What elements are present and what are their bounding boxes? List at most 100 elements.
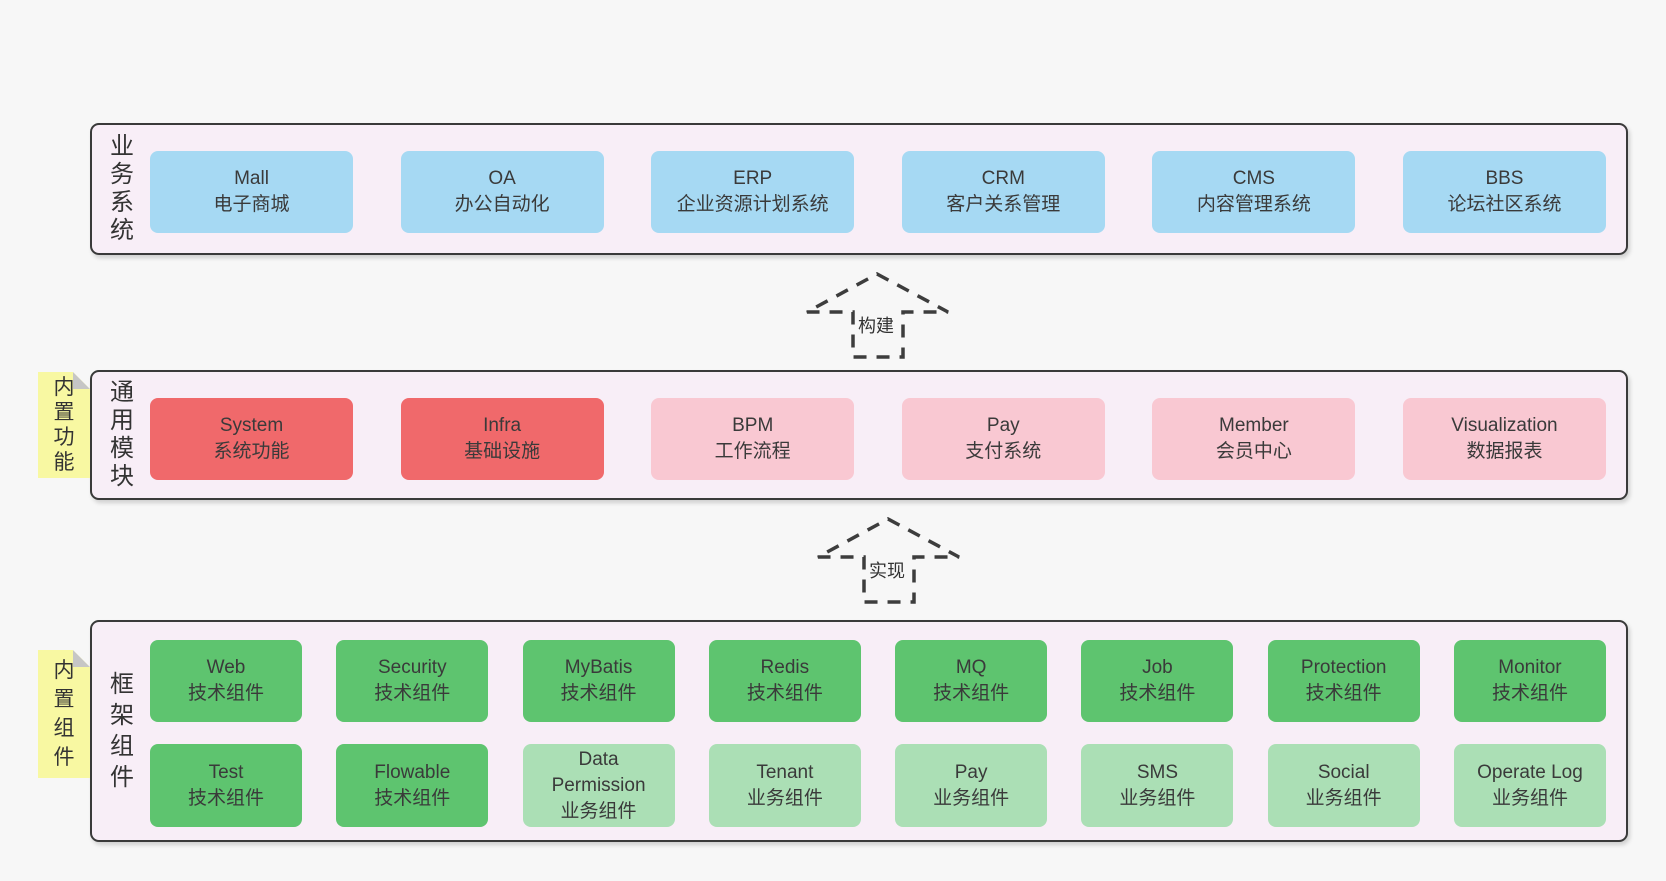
module-box-pay: Pay 支付系统 — [901, 398, 1105, 480]
module-box-title: Member — [1219, 415, 1289, 436]
module-box-subtitle: 技术组件 — [933, 683, 1010, 704]
module-box-subtitle: 企业资源计划系统 — [676, 194, 829, 215]
module-box-subtitle: 内容管理系统 — [1196, 194, 1311, 215]
module-box-subtitle: 数据报表 — [1466, 441, 1543, 462]
section-label-text: 业务系统 — [110, 133, 134, 244]
module-box-sms: SMS 业务组件 — [1081, 744, 1234, 827]
module-box-redis: Redis 技术组件 — [708, 640, 861, 722]
module-box-title: OA — [488, 168, 516, 189]
module-box-subtitle: 办公自动化 — [454, 194, 550, 215]
module-box-member: Member 会员中心 — [1152, 398, 1356, 480]
common-modules-row: System 系统功能 Infra 基础设施 BPM 工作流程 Pay 支付系统 Member 会… — [150, 398, 1606, 480]
module-box-subtitle: 客户关系管理 — [946, 194, 1061, 215]
module-box-subtitle: 会员中心 — [1215, 441, 1292, 462]
up-arrow-build-icon — [806, 272, 949, 359]
module-box-title: CRM — [981, 168, 1025, 189]
sticky-note-built-in-features: 内置功能 — [38, 372, 90, 478]
module-box-title: Protection — [1300, 657, 1387, 678]
module-box-subtitle: 技术组件 — [374, 683, 451, 704]
sticky-fold-corner-icon — [73, 372, 90, 389]
module-box-subtitle: 技术组件 — [560, 683, 637, 704]
module-box-subtitle: 技术组件 — [374, 787, 451, 809]
module-box-subtitle: 业务组件 — [560, 800, 637, 822]
module-box-title: Social — [1317, 761, 1370, 783]
module-box-title: CMS — [1232, 168, 1275, 189]
module-box-crm: CRM 客户关系管理 — [901, 151, 1105, 233]
sticky-note-text: 内置功能 — [53, 376, 75, 474]
module-box-subtitle: 技术组件 — [1119, 683, 1196, 704]
module-box-subtitle: 基础设施 — [464, 441, 541, 462]
module-box-title: BBS — [1485, 168, 1524, 189]
module-box-title: Redis — [760, 657, 810, 678]
module-box-title: MyBatis — [564, 657, 633, 678]
module-box-flowable: Flowable 技术组件 — [336, 744, 489, 827]
module-box-title: Visualization — [1451, 415, 1558, 436]
arrow-build-label: 构建 — [855, 312, 897, 338]
section-common-modules: 通用模块 System 系统功能 Infra 基础设施 BPM 工作流程 Pay 支付系统 Me… — [90, 370, 1628, 500]
module-box-subtitle: 工作流程 — [714, 441, 791, 462]
module-box-mybatis: MyBatis 技术组件 — [522, 640, 675, 722]
up-arrow-implement-icon — [817, 517, 960, 604]
module-box-subtitle: 技术组件 — [746, 683, 823, 704]
module-box-title: Infra — [483, 415, 522, 436]
sticky-note-built-in-components: 内置组件 — [38, 650, 90, 778]
section-label-business: 业务系统 — [106, 125, 138, 253]
section-label-text: 通用模块 — [110, 379, 134, 490]
module-box-social: Social 业务组件 — [1267, 744, 1420, 827]
module-box-title: MQ — [955, 657, 987, 678]
module-box-subtitle: 论坛社区系统 — [1447, 194, 1562, 215]
module-box-subtitle: 业务组件 — [1305, 787, 1382, 809]
module-box-cms: CMS 内容管理系统 — [1152, 151, 1356, 233]
module-box-subtitle: 电子商城 — [213, 194, 290, 215]
module-box-subtitle: 业务组件 — [933, 787, 1010, 809]
module-box-protection: Protection 技术组件 — [1267, 640, 1420, 722]
module-box-title: Tenant — [756, 761, 814, 783]
module-box-test: Test 技术组件 — [150, 744, 302, 827]
module-box-subtitle: 技术组件 — [1491, 683, 1568, 704]
module-box-infra: Infra 基础设施 — [400, 398, 604, 480]
module-box-subtitle: 支付系统 — [965, 441, 1042, 462]
module-box-operate-log: Operate Log 业务组件 — [1453, 744, 1606, 827]
section-label-components: 框架组件 — [106, 622, 138, 840]
module-box-title: Pay — [986, 415, 1020, 436]
section-label-text: 框架组件 — [110, 671, 134, 791]
module-box-subtitle: 技术组件 — [187, 787, 264, 809]
module-box-subtitle: 技术组件 — [1305, 683, 1382, 704]
module-box-subtitle: 业务组件 — [1119, 787, 1196, 809]
module-box-pay: Pay 业务组件 — [895, 744, 1048, 827]
module-box-bbs: BBS 论坛社区系统 — [1402, 151, 1606, 233]
module-box-title: Flowable — [374, 761, 451, 783]
module-box-mall: Mall 电子商城 — [150, 151, 353, 233]
module-box-subtitle: 技术组件 — [187, 683, 264, 704]
module-box-title: Pay — [954, 761, 988, 783]
module-box-monitor: Monitor 技术组件 — [1453, 640, 1606, 722]
module-box-title: Mall — [234, 168, 269, 189]
module-box-title: Operate Log — [1477, 761, 1583, 783]
sticky-fold-corner-icon — [73, 650, 90, 667]
module-box-system: System 系统功能 — [150, 398, 353, 480]
module-box-subtitle: 系统功能 — [213, 441, 290, 462]
module-box-visualization: Visualization 数据报表 — [1402, 398, 1606, 480]
module-box-title: BPM — [732, 415, 774, 436]
sticky-note-text: 内置组件 — [53, 659, 75, 769]
module-box-title: Test — [208, 761, 244, 783]
module-box-subtitle: 业务组件 — [1491, 787, 1568, 809]
module-box-title: Monitor — [1498, 657, 1562, 678]
module-box-oa: OA 办公自动化 — [400, 151, 604, 233]
module-box-title: SMS — [1136, 761, 1178, 783]
arrow-implement-label: 实现 — [866, 557, 908, 583]
module-box-bpm: BPM 工作流程 — [651, 398, 855, 480]
module-box-title: System — [219, 415, 284, 436]
section-label-modules: 通用模块 — [106, 372, 138, 498]
